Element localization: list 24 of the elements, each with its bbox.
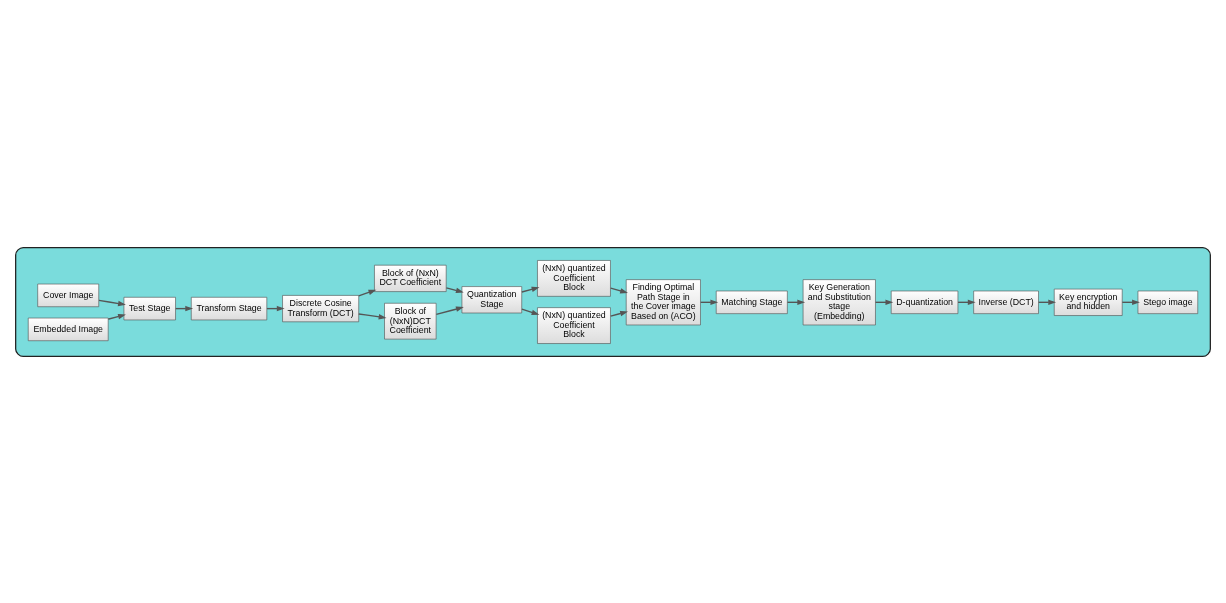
node-box: Discrete Cosine Transform (DCT) (282, 294, 360, 322)
node-box: Block of (NxN) DCT Coefficient (374, 264, 447, 292)
cluster (15, 246, 1211, 357)
node-box: Inverse (DCT) (973, 290, 1039, 314)
node-box: Finding Optimal Path Stage in the Cover image Based on (ACO) (625, 278, 701, 325)
node-box: D-quantization (890, 290, 959, 314)
arrow (98, 299, 126, 306)
node-box: Test Stage (123, 296, 176, 320)
arrow (445, 286, 464, 293)
arrow (358, 312, 387, 319)
arrow (435, 305, 464, 315)
arrow (107, 313, 126, 320)
node-box: Stego image (1137, 290, 1199, 314)
node-box: Embedded Image (27, 317, 109, 341)
node-box: Matching Stage (715, 290, 788, 314)
arrow (358, 289, 377, 296)
node-box: Block of (NxN)DCT Coefficient (384, 302, 437, 339)
node-box: Quantization Stage (461, 285, 523, 313)
node-box: Key encryption and hidden (1053, 288, 1123, 316)
node-box: Key Generation and Substitution stage (Embedding) (802, 278, 876, 325)
node-box: (NxN) quantized Coefficient Block (537, 259, 611, 297)
node-box: Cover Image (37, 283, 100, 307)
node-box: Transform Stage (190, 296, 268, 320)
node-box: (NxN) quantized Coefficient Block (537, 306, 611, 344)
